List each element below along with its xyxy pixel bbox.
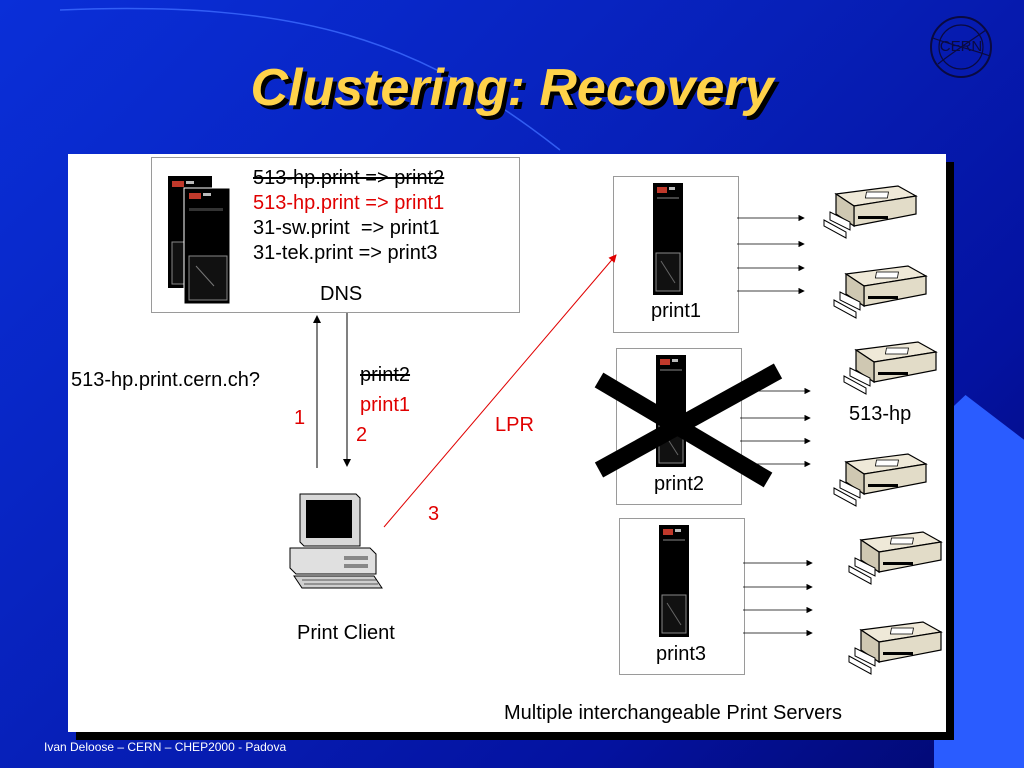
dns-answer-new: print1 — [360, 394, 411, 416]
step-3-label: 3 — [428, 503, 440, 525]
print-client-icon — [289, 493, 383, 589]
cern-logo-text: CERN — [940, 38, 983, 55]
printer-group-label: 513-hp — [849, 403, 912, 425]
server-icon-print1 — [652, 182, 684, 296]
step-2-label: 2 — [356, 424, 368, 446]
server-label-print1: print1 — [651, 300, 702, 322]
printer-icon-4 — [833, 453, 927, 507]
cern-logo: CERN — [928, 14, 994, 80]
dns-entry-new: 513-hp.print => print1 — [253, 192, 445, 214]
server-label-print2: print2 — [654, 473, 705, 495]
server-icon-print3 — [658, 524, 690, 638]
slide-footer: Ivan Deloose – CERN – CHEP2000 - Padova — [44, 740, 287, 754]
diagram-caption: Multiple interchangeable Print Servers — [504, 702, 842, 724]
background-swoosh — [59, 7, 561, 151]
server-print3-links — [743, 559, 813, 637]
failure-x-mark — [594, 363, 783, 488]
server-print2-links — [740, 387, 811, 468]
server-print1-links — [737, 214, 805, 295]
printer-icon-2 — [833, 265, 927, 319]
printer-icon-5 — [848, 531, 942, 585]
slide-title: Clustering: Recovery — [250, 59, 774, 117]
printer-icon-3 — [843, 341, 937, 395]
printer-icon-1 — [823, 185, 917, 239]
dns-entry-sw: 31-sw.print => print1 — [253, 217, 440, 239]
lpr-label: LPR — [495, 414, 534, 436]
printer-icon-6 — [848, 621, 942, 675]
dns-answer-old: print2 — [360, 364, 411, 386]
dns-entry-tek: 31-tek.print => print3 — [253, 242, 438, 264]
print-client-label: Print Client — [297, 622, 395, 644]
server-label-print3: print3 — [656, 643, 707, 665]
lpr-arrow — [383, 254, 617, 528]
step-1-label: 1 — [294, 407, 306, 429]
dns-label: DNS — [320, 283, 363, 305]
dns-entry-old: 513-hp.print => print2 — [253, 167, 445, 189]
dns-server-icon-front — [183, 187, 231, 305]
dns-query-text: 513-hp.print.cern.ch? — [71, 369, 261, 391]
